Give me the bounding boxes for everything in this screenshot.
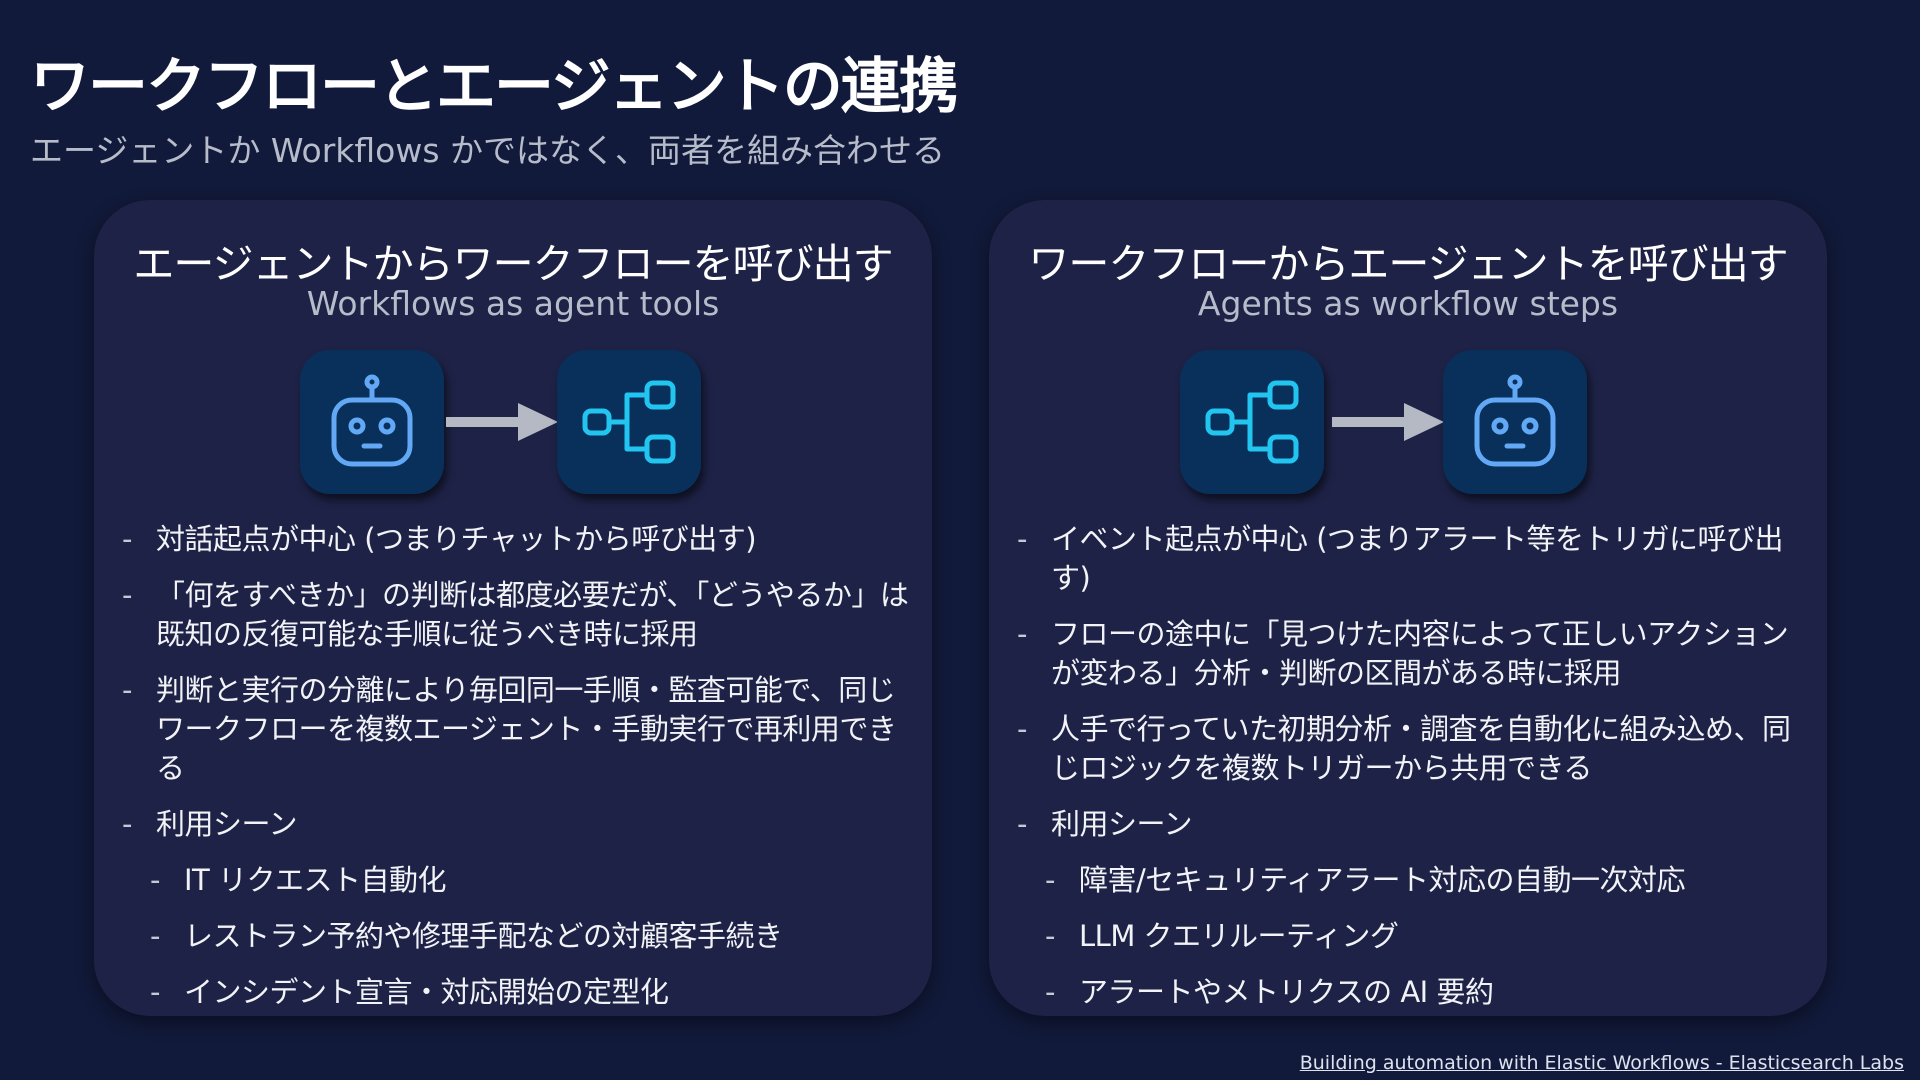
panel-workflow-calls-agent: ワークフローからエージェントを呼び出す Agents as workflow s… — [989, 200, 1827, 1016]
sub-list-item: 障害/セキュリティアラート対応の自動一次対応 — [1045, 861, 1807, 900]
list-item: 利用シーン — [122, 805, 912, 844]
panel-agent-calls-workflow: エージェントからワークフローを呼び出す Workflows as agent t… — [94, 200, 932, 1016]
bullet-list: イベント起点が中心 (つまりアラート等をトリガに呼び出す) フローの途中に「見つ… — [1017, 520, 1807, 1029]
sub-list-item: インシデント宣言・対応開始の定型化 — [150, 973, 912, 1012]
panel-title: ワークフローからエージェントを呼び出す — [1028, 240, 1788, 288]
list-item: 「何をすべきか」の判断は都度必要だが、「どうやるか」は既知の反復可能な手順に従う… — [122, 576, 912, 654]
workflow-icon — [557, 350, 701, 494]
list-item: 判断と実行の分離により毎回同一手順・監査可能で、同じワークフローを複数エージェン… — [122, 671, 912, 788]
panel-subtitle: Workflows as agent tools — [306, 284, 720, 323]
robot-icon — [1443, 350, 1587, 494]
list-item: 人手で行っていた初期分析・調査を自動化に組み込め、同じロジックを複数トリガーから… — [1017, 710, 1807, 788]
source-link[interactable]: Building automation with Elastic Workflo… — [1299, 1052, 1904, 1074]
robot-icon — [300, 350, 444, 494]
bullet-list: 対話起点が中心 (つまりチャットから呼び出す) 「何をすべきか」の判断は都度必要… — [122, 520, 912, 1029]
list-item: 利用シーン — [1017, 805, 1807, 844]
sub-list-item: アラートやメトリクスの AI 要約 — [1045, 973, 1807, 1012]
workflow-icon — [1180, 350, 1324, 494]
sub-list-item: LLM クエリルーティング — [1045, 917, 1807, 956]
list-item: 対話起点が中心 (つまりチャットから呼び出す) — [122, 520, 912, 559]
slide-subtitle: エージェントか Workflows かではなく、両者を組み合わせる — [30, 131, 946, 170]
sub-list-item: IT リクエスト自動化 — [150, 861, 912, 900]
arrow-right-icon — [446, 403, 558, 441]
panel-subtitle: Agents as workflow steps — [1197, 284, 1619, 323]
sub-list-item: レストラン予約や修理手配などの対顧客手続き — [150, 917, 912, 956]
list-item: フローの途中に「見つけた内容によって正しいアクションが変わる」分析・判断の区間が… — [1017, 615, 1807, 693]
panel-title: エージェントからワークフローを呼び出す — [133, 240, 893, 288]
arrow-right-icon — [1332, 403, 1444, 441]
list-item: イベント起点が中心 (つまりアラート等をトリガに呼び出す) — [1017, 520, 1807, 598]
slide-title: ワークフローとエージェントの連携 — [30, 52, 959, 122]
